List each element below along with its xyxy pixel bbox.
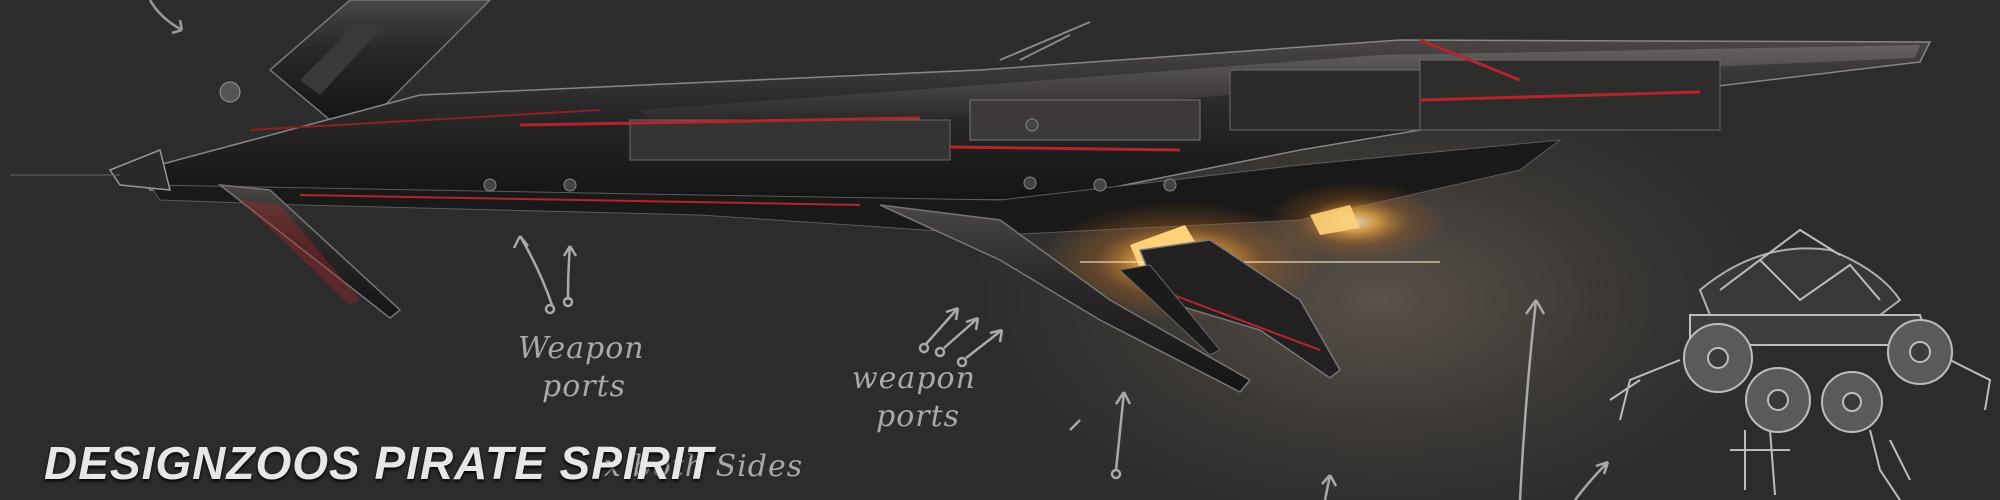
image-title: DESIGNZOOS PIRATE SPIRIT [44,437,714,489]
note-line: ports [876,399,961,434]
ship-hull [10,0,1932,319]
arrow-sketch-top [148,0,184,35]
note-line: weapon [852,361,976,396]
ship-lower-claw [879,204,1341,393]
weapon-ports-note-1: Weapon ports [518,330,645,406]
robot-sketch [1609,228,1992,500]
weapon-ports-arrows-1 [512,235,578,315]
both-sides-note: x both Sides [604,449,804,484]
note-line: ports [542,369,627,404]
weapon-ports-note-2: weapon ports [852,360,976,436]
lower-arrows [1069,299,1610,500]
note-line: Weapon [518,331,645,366]
weapon-ports-arrows-2 [918,306,1004,368]
